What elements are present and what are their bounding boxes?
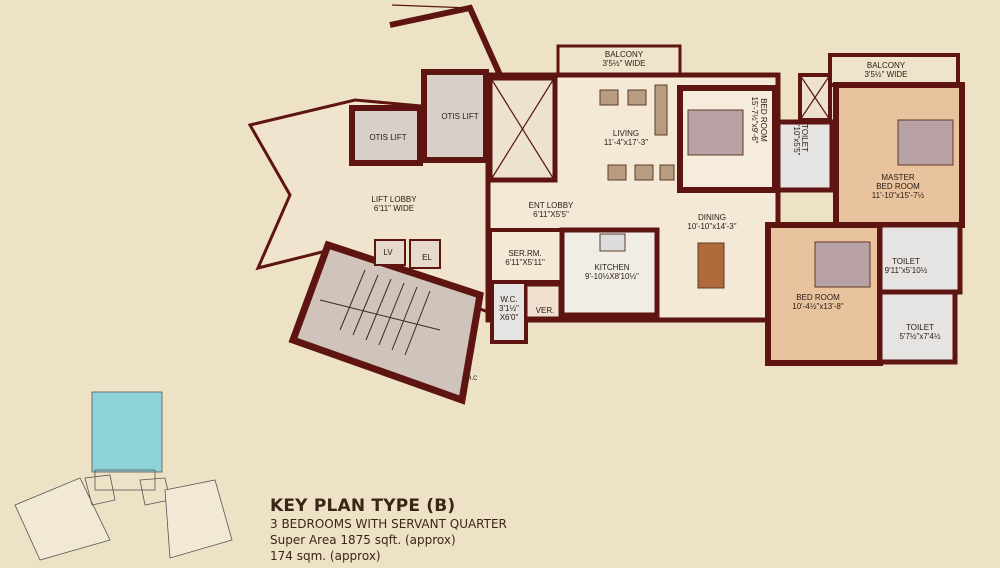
plan-caption: KEY PLAN TYPE (B) 3 BEDROOMS WITH SERVAN… bbox=[270, 496, 507, 564]
ser-rm-label: SER.RM. bbox=[508, 249, 541, 258]
lift-lobby-size: 6'11" WIDE bbox=[374, 204, 414, 213]
toilet-3-label: TOILET bbox=[906, 323, 934, 332]
ver bbox=[524, 283, 562, 320]
lift-lobby-label: LIFT LOBBY bbox=[371, 195, 417, 204]
toilet-1-label: TOILET bbox=[800, 124, 809, 152]
balcony-1 bbox=[556, 44, 682, 76]
otis-lift-1-label: OTIS LIFT bbox=[369, 133, 406, 142]
bed-room-1-label: BED ROOM bbox=[759, 98, 768, 142]
toilet-3 bbox=[877, 289, 958, 365]
wall-line bbox=[391, 4, 471, 9]
bed-room-1-size: 15'-7½"x9'-6" bbox=[750, 97, 759, 144]
balcony-1-label: BALCONY bbox=[605, 50, 644, 59]
lv-shaft bbox=[374, 239, 406, 266]
fhc-label: F.H.C bbox=[463, 376, 479, 382]
toilet-2-label: TOILET bbox=[892, 257, 920, 266]
toilet-2 bbox=[877, 222, 963, 295]
master-label-2: BED ROOM bbox=[876, 182, 920, 191]
el-label: EL bbox=[422, 253, 432, 262]
room-labels: BALCONY 3'5½" WIDE LIVING 11'-4"x17'-3" … bbox=[369, 50, 941, 382]
lv-label: LV bbox=[383, 248, 393, 257]
toilet-3-size: 5'7½"x7'4½ bbox=[899, 332, 940, 341]
living-size: 11'-4"x17'-3" bbox=[604, 138, 648, 147]
bed-room-2-label: BED ROOM bbox=[796, 293, 840, 302]
wc-label: W.C. bbox=[500, 295, 517, 304]
el-shaft bbox=[409, 239, 441, 269]
kitchen-size: 9'-10½X8'10½" bbox=[585, 272, 639, 281]
balcony-1-size: 3'5½" WIDE bbox=[602, 59, 645, 68]
bed-icon bbox=[814, 241, 871, 288]
toilet-2-size: 9'11"x5'10½ bbox=[885, 266, 928, 275]
balcony-2-size: 3'5½" WIDE bbox=[864, 70, 907, 79]
ent-lobby-label: ENT LOBBY bbox=[529, 201, 574, 210]
dining-size: 10'-10"x14'-3" bbox=[687, 222, 736, 231]
toilet-1-size: 7'10"x5'5" bbox=[792, 121, 801, 156]
wall-segment bbox=[389, 4, 503, 77]
wc-size: 3'1½" bbox=[499, 304, 519, 313]
dining-label: DINING bbox=[698, 213, 726, 222]
balcony-2-label: BALCONY bbox=[867, 61, 906, 70]
sofa-set-icon bbox=[599, 84, 675, 181]
stair-steps-icon bbox=[319, 269, 441, 356]
caption-super-area: Super Area 1875 sqft. (approx) bbox=[270, 533, 456, 547]
staircase bbox=[288, 240, 484, 405]
ver-label: VER. bbox=[536, 306, 555, 315]
caption-subtitle: 3 BEDROOMS WITH SERVANT QUARTER bbox=[270, 517, 507, 531]
bed-icon bbox=[687, 109, 744, 156]
caption-sqm: 174 sqm. (approx) bbox=[270, 549, 381, 563]
key-plan-diagram bbox=[14, 391, 233, 561]
caption-title: KEY PLAN TYPE (B) bbox=[270, 496, 456, 516]
living-label: LIVING bbox=[613, 129, 639, 138]
kitchen bbox=[559, 227, 660, 318]
stove-icon bbox=[599, 233, 626, 252]
balcony-2 bbox=[828, 53, 960, 87]
bed-icon bbox=[897, 119, 954, 166]
dining-table-icon bbox=[697, 242, 725, 289]
ser-rm-size: 6'11"X5'11" bbox=[505, 258, 545, 267]
wc-size-2: X6'0" bbox=[500, 313, 519, 322]
master-label: MASTER bbox=[881, 173, 915, 182]
kitchen-label: KITCHEN bbox=[594, 263, 629, 272]
ent-lobby-size: 6'11"X5'5" bbox=[533, 210, 569, 219]
wc bbox=[490, 280, 528, 344]
otis-lift-small bbox=[349, 105, 423, 166]
bed-room-2-size: 10'-4½"x13'-8" bbox=[792, 302, 844, 311]
master-size: 11'-10"x15'-7½ bbox=[872, 191, 925, 200]
otis-lift-2-label: OTIS LIFT bbox=[441, 112, 478, 121]
